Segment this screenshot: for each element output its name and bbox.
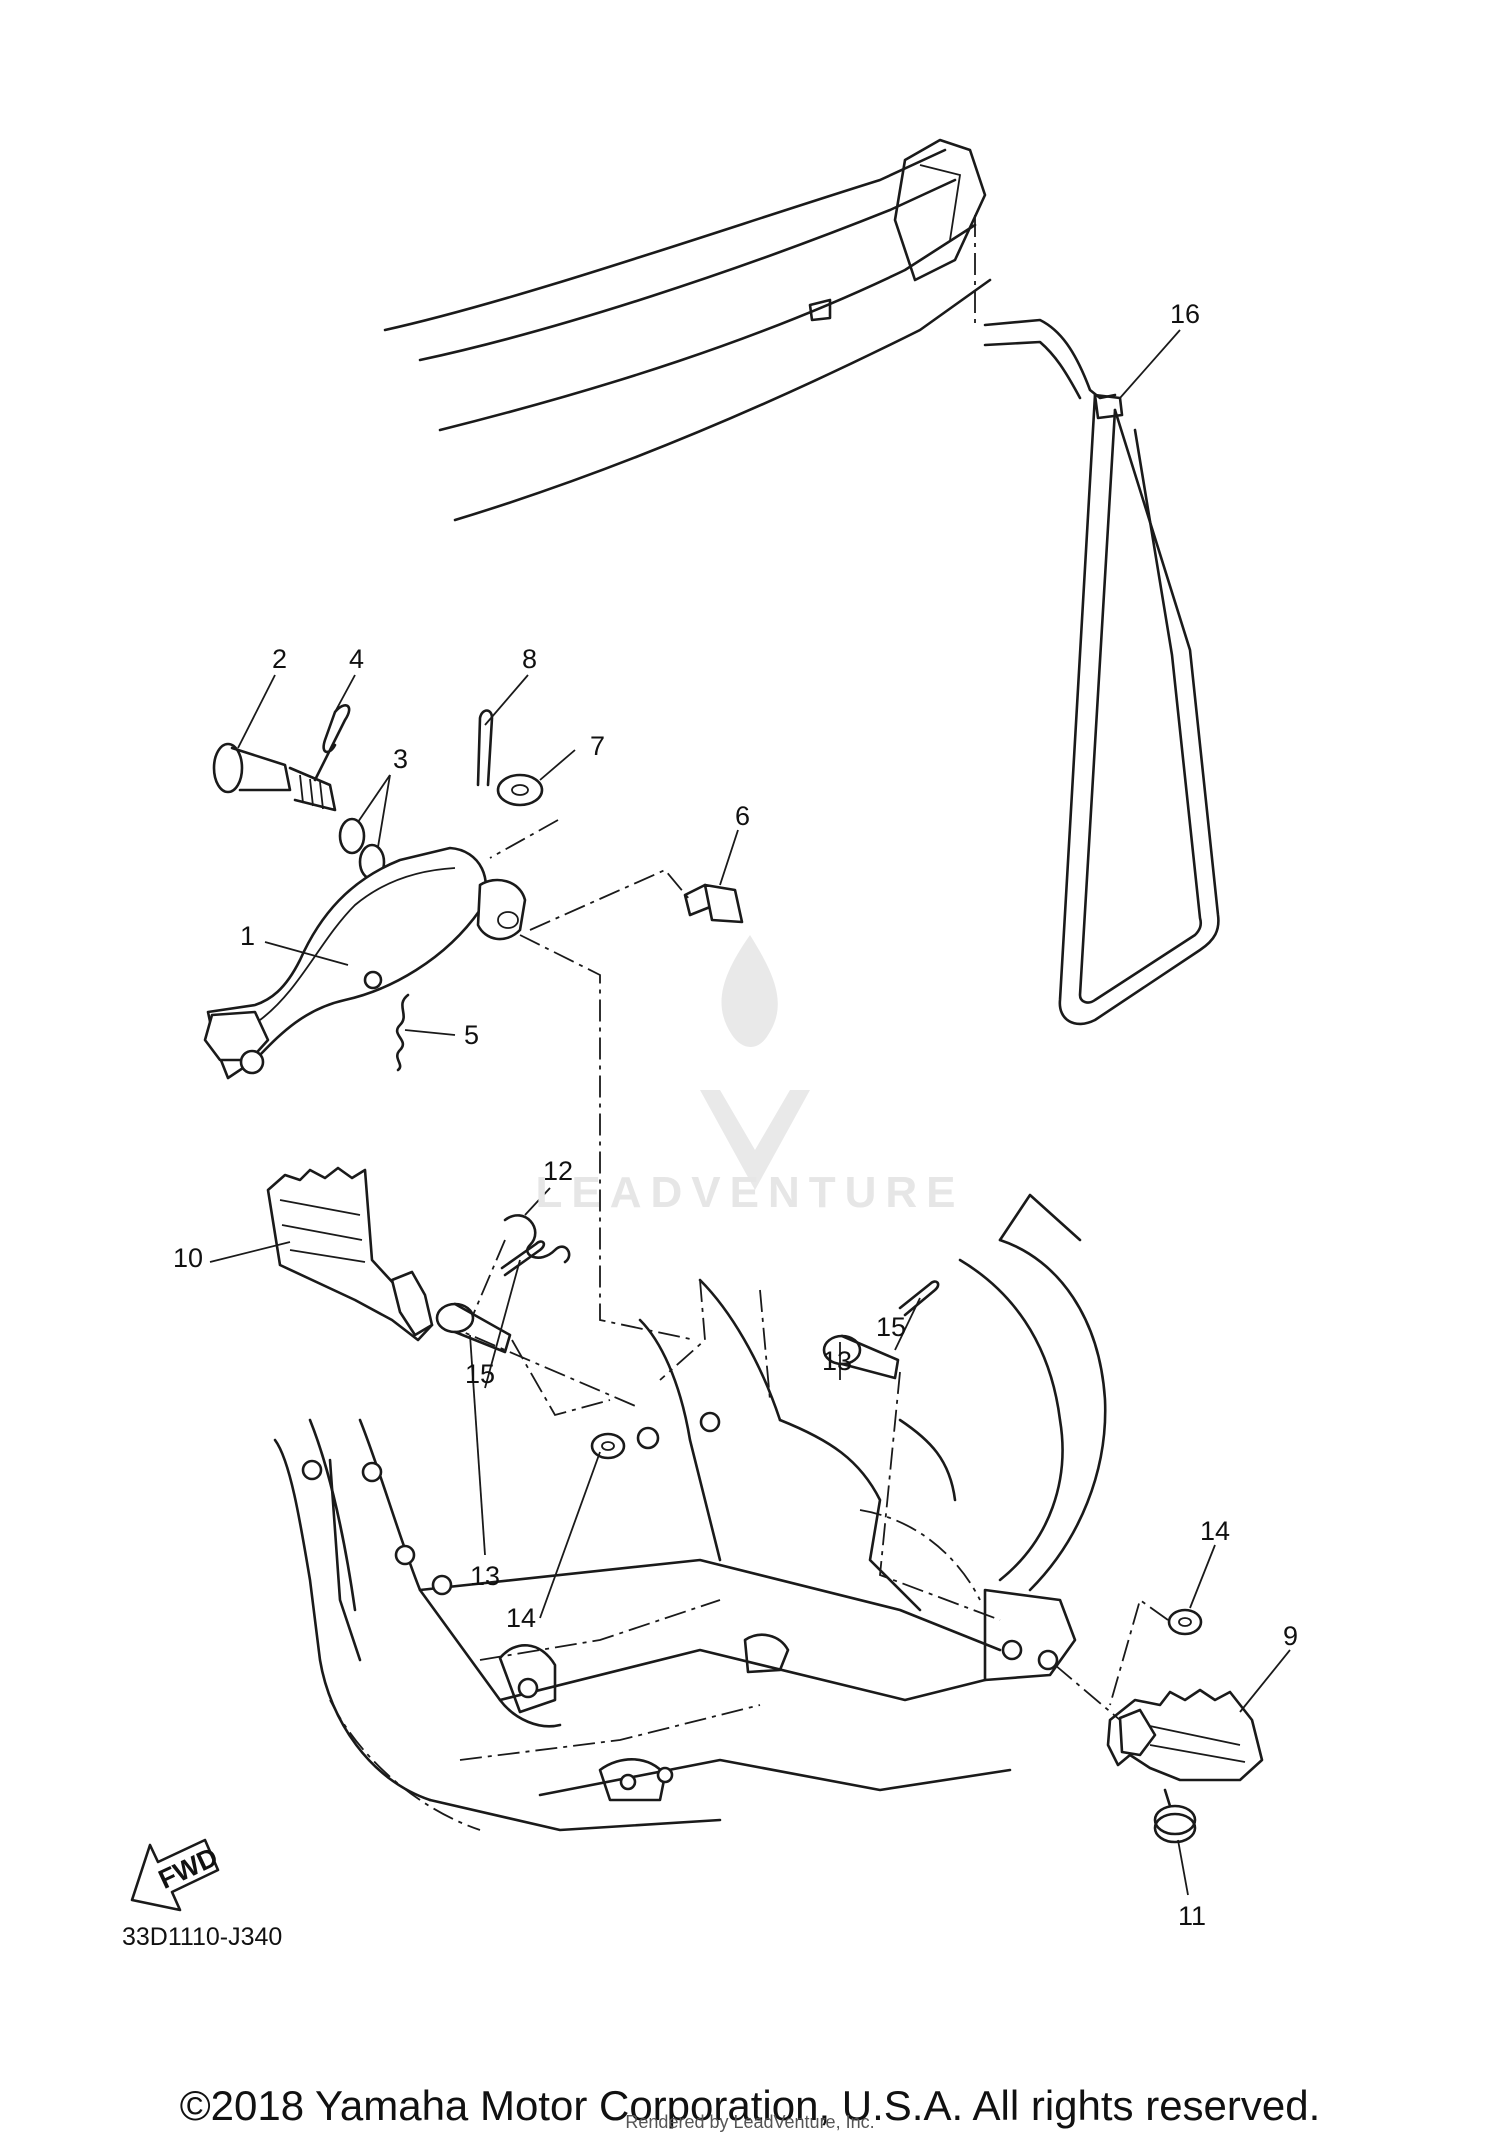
callout-14-left: 14 <box>506 1603 536 1633</box>
watermark-text: LEADVENTURE <box>535 1168 965 1217</box>
callout-leaders <box>209 329 1291 1896</box>
leader-6-pedal <box>529 868 691 931</box>
washer-part-14-left <box>590 1432 626 1460</box>
cotter-pin-part-8 <box>476 709 494 787</box>
washer-part-14-right <box>1167 1608 1203 1636</box>
leader-14-right <box>1109 1598 1169 1706</box>
rear-frame-section <box>383 138 992 522</box>
callout-13-left: 13 <box>470 1561 500 1591</box>
watermark-flame-icon <box>700 935 810 1190</box>
pivot-shaft-part-2 <box>212 742 337 812</box>
forward-arrow-icon <box>130 1838 220 1912</box>
pin-part-13-left <box>435 1302 512 1354</box>
callout-8: 8 <box>522 644 537 674</box>
right-footrest-part-9 <box>1106 1688 1264 1782</box>
brake-pedal-part-1 <box>203 846 527 1080</box>
callout-10: 10 <box>173 1243 203 1273</box>
leader-9-frame <box>1054 1664 1121 1721</box>
callout-5: 5 <box>464 1020 479 1050</box>
callout-14-right: 14 <box>1200 1516 1230 1546</box>
clip-part-4 <box>313 704 351 782</box>
callout-2: 2 <box>272 644 287 674</box>
callout-11: 11 <box>1178 1901 1206 1931</box>
o-ring-part-3a <box>338 817 366 855</box>
leader-13-left <box>511 1339 611 1417</box>
callout-7: 7 <box>590 731 605 761</box>
return-spring-part-5 <box>395 993 410 1072</box>
callout-9: 9 <box>1283 1621 1298 1651</box>
left-footrest-part-10 <box>266 1166 434 1342</box>
leader-pedal-frame <box>519 934 696 1341</box>
leader-12-frame <box>469 1239 506 1323</box>
cotter-pin-part-15-left <box>500 1240 546 1277</box>
callout-12: 12 <box>543 1156 573 1186</box>
callout-6: 6 <box>735 801 750 831</box>
callout-1: 1 <box>240 921 255 951</box>
callout-13-right: 13 <box>822 1346 852 1376</box>
bolt-part-6 <box>683 883 744 924</box>
main-frame-lower <box>273 1193 1107 1832</box>
spring-part-11 <box>1153 1788 1197 1844</box>
callout-4: 4 <box>349 644 364 674</box>
leader-7-pedal <box>489 819 559 859</box>
pin-part-13-right <box>822 1334 900 1380</box>
leader-10-frame <box>439 1321 641 1409</box>
diagram-code: 33D1110-J340 <box>122 1923 283 1951</box>
leader-13-right <box>879 1371 1001 1621</box>
callout-15-left: 15 <box>465 1359 495 1389</box>
callout-3: 3 <box>393 744 408 774</box>
cotter-pin-part-15-right <box>898 1280 940 1317</box>
callout-16: 16 <box>1170 299 1200 329</box>
rendered-by-notice: Rendered by LeadVenture, Inc. <box>625 2112 875 2132</box>
spring-part-12 <box>503 1214 571 1264</box>
washer-part-7 <box>496 773 544 807</box>
frame-hidden-lines <box>329 1279 981 1831</box>
copyright-notice: ©2018 Yamaha Motor Corporation, U.S.A. A… <box>179 2082 1321 2129</box>
callout-15-right: 15 <box>876 1312 906 1342</box>
stand-part-16 <box>983 318 1220 1026</box>
